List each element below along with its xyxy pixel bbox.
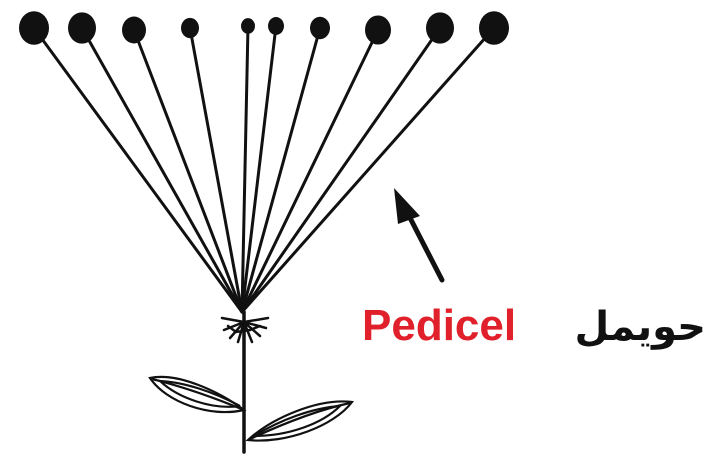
flower-bud-7 [310,17,330,39]
flower-bud-3 [122,17,146,44]
pedicel-label-arabic: حويمل [575,304,706,350]
pedicel-label-english: Pedicel [362,301,516,350]
flower-bud-6 [268,17,284,35]
flower-bud-4 [181,18,199,38]
flower-bud-9 [426,12,454,43]
flower-bud-5 [241,18,255,34]
flower-bud-1 [19,11,49,45]
flower-bud-8 [365,15,391,44]
flower-bud-10 [479,11,509,45]
flower-bud-2 [68,12,96,43]
